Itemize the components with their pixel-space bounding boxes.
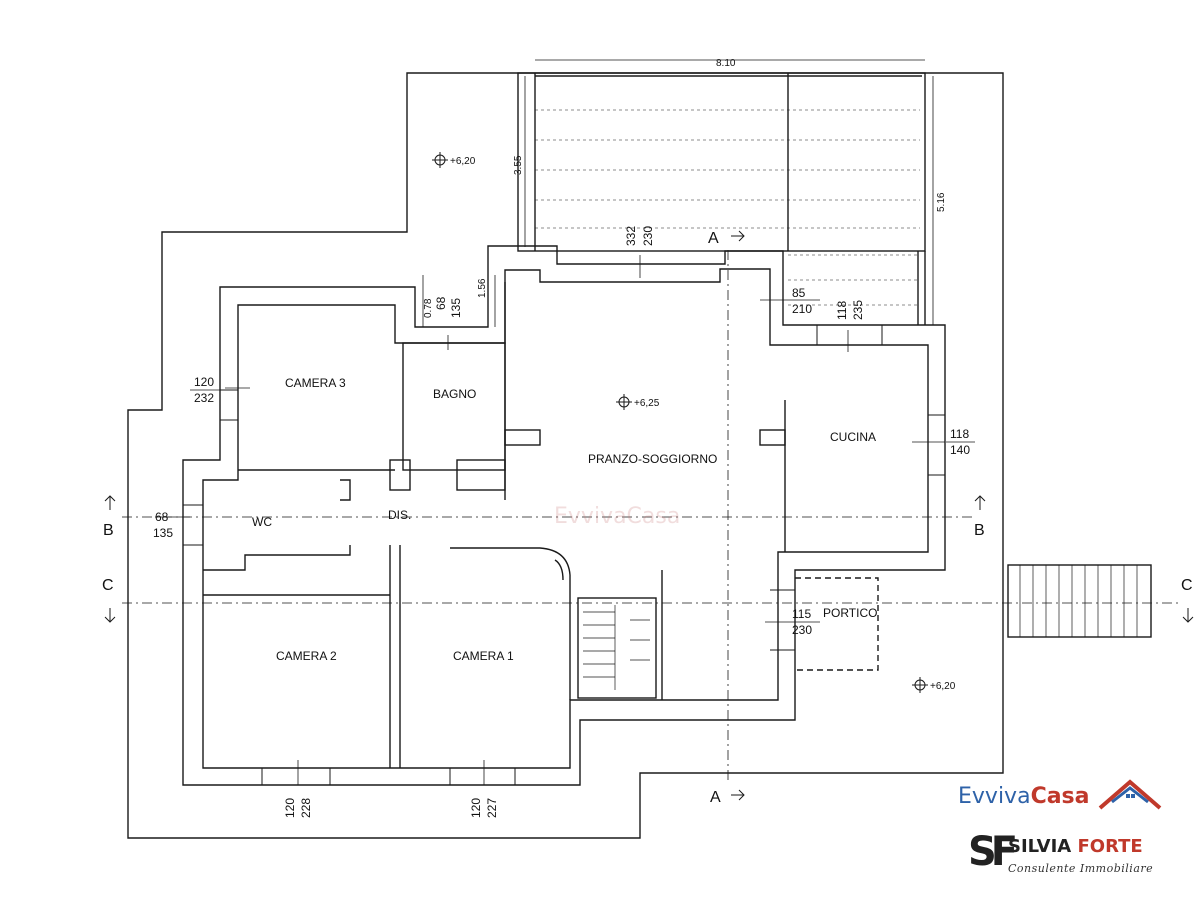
portico-outline [795, 577, 879, 671]
house-roof-icon [1098, 779, 1162, 810]
sf-name: SILVIA FORTE [1008, 836, 1143, 857]
level-living: +6,25 [634, 398, 660, 409]
dim-cam3-win-w: 120 [194, 375, 214, 389]
section-b-left: B [103, 522, 114, 539]
dim-cam1-win-h: 227 [485, 798, 499, 818]
sf-subtitle: Consulente Immobiliare [1008, 862, 1154, 875]
bagno-walls [402, 342, 506, 471]
pergola [517, 72, 926, 252]
evvivacasa-logo-text: EvvivaCasa [958, 784, 1090, 809]
room-cucina: CUCINA [830, 430, 876, 444]
building-inner-wall [202, 268, 929, 769]
dim-cam1-win-w: 120 [469, 798, 483, 818]
dim-kitchen-side-h: 140 [950, 443, 970, 457]
dim-top-width: 8.10 [716, 58, 736, 69]
dim-door-210: 210 [792, 302, 812, 316]
level-garden: +6,20 [930, 681, 956, 692]
dim-156: 1.56 [477, 278, 488, 298]
dim-door-85: 85 [792, 286, 806, 300]
section-c-left: C [102, 577, 114, 594]
dim-cam3-win-h: 232 [194, 391, 214, 405]
evvivacasa-logo: EvvivaCasa [958, 778, 1168, 818]
room-pranzo-soggiorno: PRANZO-SOGGIORNO [588, 452, 717, 466]
evvivacasa-logo-part1: Evviva [958, 784, 1031, 809]
dim-right-depth: 5.16 [936, 192, 947, 212]
dim-portico-door-h: 230 [792, 623, 812, 637]
building-outer-wall [182, 245, 946, 786]
stairwell [577, 597, 657, 699]
room-dis: DIS. [388, 508, 411, 522]
sf-first-name: SILVIA [1008, 836, 1078, 857]
dim-kitchen-top-w: 118 [835, 301, 849, 320]
level-terrace: +6,20 [450, 156, 476, 167]
room-camera3: CAMERA 3 [285, 376, 346, 390]
external-stair [1007, 564, 1152, 638]
sf-monogram: SF [968, 829, 1018, 875]
evvivacasa-logo-part2: Casa [1030, 784, 1090, 809]
silviaforte-logo: SF SILVIA FORTE Consulente Immobiliare [968, 826, 1168, 882]
dim-kitchen-side-w: 118 [950, 427, 969, 441]
section-a-top: A [708, 230, 719, 247]
dim-bagno-door-w: 68 [434, 296, 448, 310]
room-portico: PORTICO [823, 606, 877, 620]
sf-last-name: FORTE [1077, 836, 1143, 857]
dim-bagno-door-h: 135 [449, 298, 463, 318]
room-wc: WC [252, 515, 272, 529]
room-camera1: CAMERA 1 [453, 649, 514, 663]
room-camera2: CAMERA 2 [276, 649, 337, 663]
dim-living-win-h: 230 [641, 226, 655, 246]
dim-wc-win-h: 135 [153, 526, 173, 540]
dim-078: 0.78 [423, 298, 434, 318]
watermark: EvvivaCasa [554, 504, 681, 529]
dim-portico-door-w: 115 [792, 607, 811, 621]
dim-cam2-win-w: 120 [283, 798, 297, 818]
section-c-right: C [1181, 577, 1193, 594]
dim-cam2-win-h: 228 [299, 798, 313, 818]
dim-left-depth: 3.55 [513, 155, 524, 175]
section-a-bottom: A [710, 789, 721, 806]
dim-kitchen-top-h: 235 [851, 300, 865, 320]
dim-living-win-w: 332 [624, 226, 638, 246]
dim-wc-win-w: 68 [155, 510, 169, 524]
section-b-right: B [974, 522, 985, 539]
room-bagno: BAGNO [433, 387, 476, 401]
property-outline [127, 72, 1004, 839]
